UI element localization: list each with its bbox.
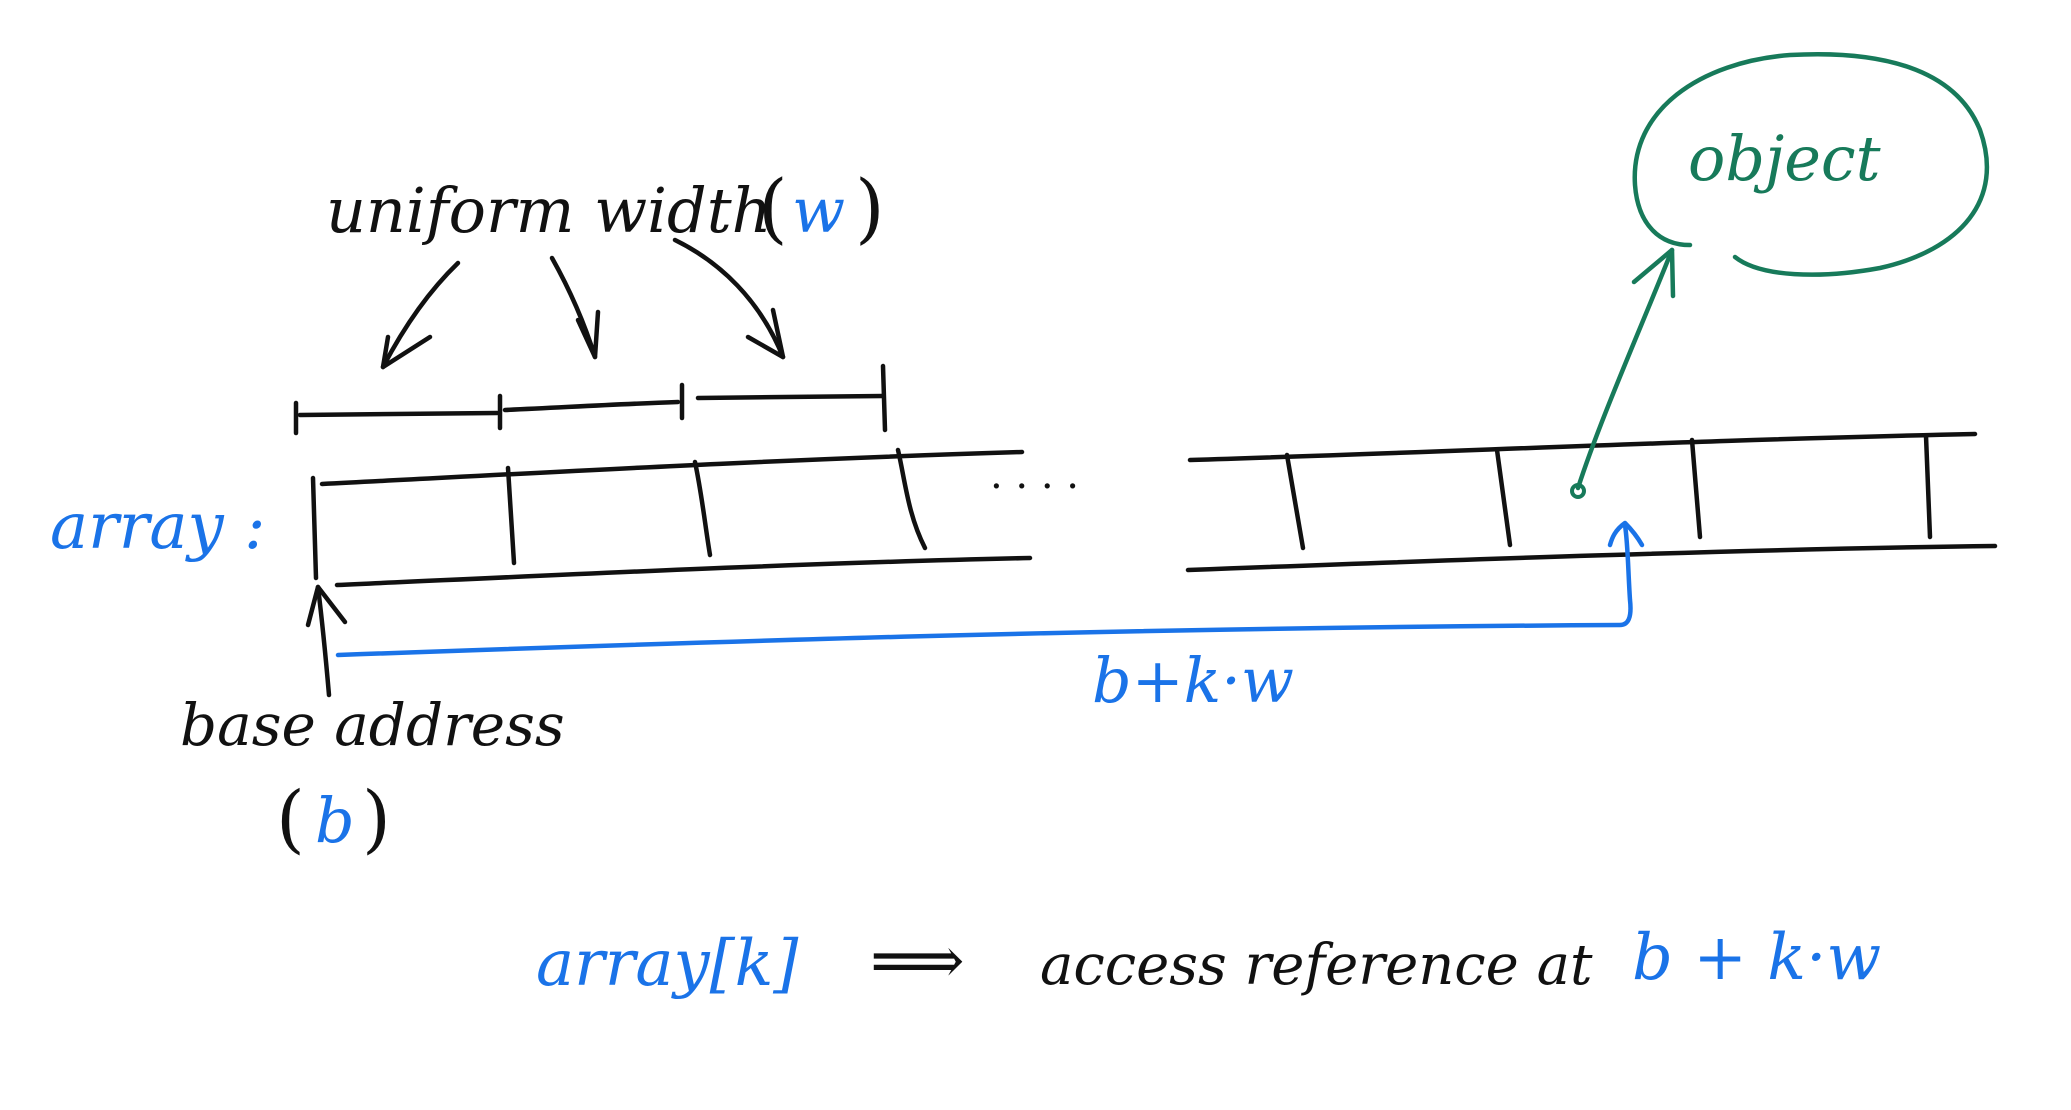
b-symbol: b [315,784,355,857]
equation-access-text: access reference at [1040,933,1593,998]
array-left-bottom-edge [334,555,1033,588]
w-open-paren: ( [758,163,788,252]
offset-bracket-head [1607,520,1645,548]
array-cell-divider-1 [505,465,517,566]
array-cell-divider-4 [1284,452,1306,551]
array-right-top-edge [1187,431,1978,463]
w-close-paren: ) [855,163,885,252]
width-bracket-segment-1 [297,410,500,418]
width-arrow-3 [672,237,786,360]
offset-formula-label: b+k·w [1092,644,1294,717]
width-arrow-1 [380,260,461,370]
reference-arrow-head [1631,247,1676,299]
uniform-width-label: uniform width [326,174,772,247]
array-left-block [310,447,1033,588]
width-bracket [293,363,888,436]
array-left-wall [310,475,319,581]
equation-address-formula: b + k·w [1632,921,1882,995]
offset-bracket-path [335,522,1633,658]
array-right-bottom-edge [1185,543,1998,573]
base-address-arrow-shaft [315,584,332,698]
base-address-label: base address [180,691,565,759]
width-tick-4 [880,363,888,433]
object-label: object [1688,122,1881,195]
array-cell-divider-6 [1689,437,1703,540]
equation-implies-arrow: ⟹ [870,922,965,999]
base-address-arrow-head [305,584,348,628]
array-cell-divider-2 [692,459,713,558]
array-label: array : [50,490,266,564]
width-arrow-1-head [380,334,433,370]
continuation-dots: . . . . [990,452,1080,498]
w-symbol: w [792,174,846,247]
array-cell-divider-3 [895,447,928,551]
object-ellipse [1632,51,1990,277]
width-bracket-segment-3 [695,393,886,401]
width-bracket-segment-2 [502,399,681,413]
equation-array-index: array[k] [536,927,799,1001]
offset-bracket [335,520,1645,658]
array-left-top-edge [319,449,1025,487]
width-arrow-3-head [745,307,786,360]
array-cell-divider-5 [1494,447,1513,548]
array-cell-divider-7 [1923,433,1933,540]
base-address-arrow [305,584,348,698]
b-close-paren: ) [362,776,391,862]
reference-arrow-shaft [1575,247,1675,491]
reference-arrow [1570,247,1676,499]
b-open-paren: ( [276,776,305,862]
array-right-block [1185,431,1998,573]
width-arrow-2-head [575,309,601,360]
width-arrows [380,237,786,370]
